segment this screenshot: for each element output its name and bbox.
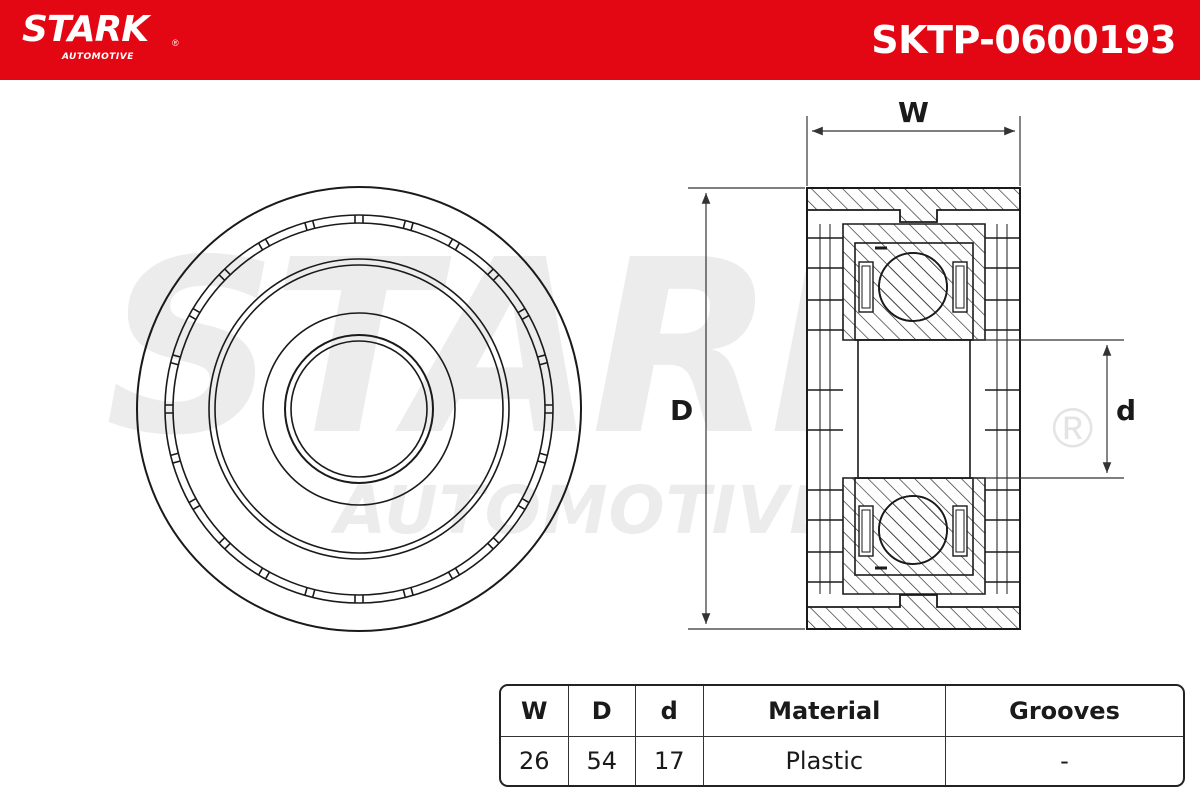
- pulley-cross-section: [806, 187, 1021, 630]
- spec-value-material: Plastic: [704, 737, 946, 785]
- pulley-front-view: [136, 186, 582, 632]
- spoke-mark: [354, 215, 364, 223]
- spoke-mark: [257, 238, 271, 251]
- spoke-mark: [402, 587, 414, 598]
- watermark-registered-mark: ®: [1052, 396, 1094, 459]
- spoke-mark: [170, 452, 181, 464]
- spec-value-d-inner: 17: [636, 737, 704, 785]
- spec-value-w: 26: [501, 737, 569, 785]
- bearing-outer-inner-circle: [214, 264, 504, 554]
- bore-outer-circle: [284, 334, 434, 484]
- spec-value-grooves: -: [1060, 747, 1069, 775]
- spoke-mark: [188, 307, 201, 321]
- outer-rim-circle: [136, 186, 582, 632]
- spoke-mark: [537, 354, 548, 366]
- bearing-inner-race-circle: [262, 312, 456, 506]
- spec-header-grooves: Grooves: [946, 686, 1183, 737]
- rim-inner-circle: [164, 214, 554, 604]
- spec-value-d-outer: 54: [569, 737, 636, 785]
- spec-table: W D d Material Grooves 26 54 17 Plastic …: [499, 684, 1185, 787]
- spoke-mark: [447, 567, 461, 580]
- spec-header-w: W: [501, 686, 569, 737]
- spoke-mark: [545, 404, 553, 414]
- spoke-mark: [218, 537, 231, 550]
- bearing-outer-circle: [208, 258, 510, 560]
- spoke-mark: [218, 268, 231, 281]
- spoke-mark: [165, 404, 173, 414]
- spoke-mark: [188, 497, 201, 511]
- spoke-mark: [517, 307, 530, 321]
- spec-table-header-row: W D d Material Grooves: [501, 686, 1183, 737]
- dimension-label-inner-diameter: d: [1116, 394, 1137, 427]
- stark-logo: STARK AUTOMOTIVE ®: [22, 9, 179, 63]
- brand-header: STARK AUTOMOTIVE ® SKTP-0600193: [0, 0, 1200, 80]
- spoke-mark: [517, 497, 530, 511]
- bore-circle: [290, 340, 428, 478]
- spoke-mark: [354, 595, 364, 603]
- spoke-mark: [487, 537, 500, 550]
- rim-spokes: [165, 215, 553, 603]
- spoke-mark: [304, 220, 316, 231]
- spoke-ring-circle: [172, 222, 546, 596]
- spec-table-value-row: 26 54 17 Plastic -: [501, 737, 1183, 785]
- dimension-label-width: W: [898, 96, 929, 129]
- spoke-mark: [170, 354, 181, 366]
- spoke-mark: [487, 268, 500, 281]
- spoke-mark: [304, 587, 316, 598]
- dimension-lines: [688, 116, 1124, 630]
- spec-header-material: Material: [703, 686, 946, 737]
- logo-registered-mark: ®: [172, 38, 179, 48]
- watermark-tagline: AUTOMOTIVE: [335, 472, 836, 549]
- spoke-mark: [257, 567, 271, 580]
- spoke-mark: [537, 452, 548, 464]
- logo-wordmark: STARK: [22, 9, 149, 50]
- spec-header-d-inner: d: [636, 686, 704, 737]
- spoke-mark: [402, 220, 414, 231]
- spec-header-d-outer: D: [568, 686, 636, 737]
- part-number: SKTP-0600193: [871, 18, 1176, 62]
- spoke-mark: [447, 238, 461, 251]
- dimension-label-outer-diameter: D: [670, 394, 694, 427]
- logo-tagline: AUTOMOTIVE: [62, 52, 134, 62]
